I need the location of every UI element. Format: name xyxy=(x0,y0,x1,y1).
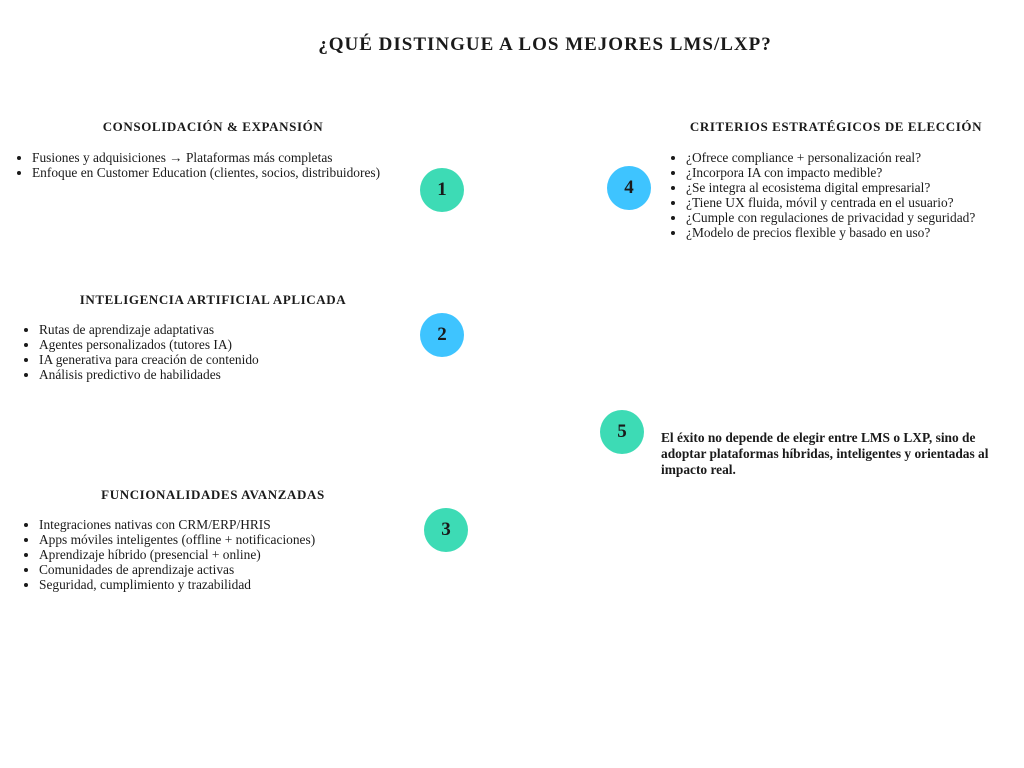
number-badge-3: 3 xyxy=(424,508,468,552)
number-badge-2: 2 xyxy=(420,313,464,357)
section-heading-ia: INTELIGENCIA ARTIFICIAL APLICADA xyxy=(79,292,347,307)
section-list-consolidacion: Fusiones y adquisiciones → Plataformas m… xyxy=(18,150,432,180)
number-badge-4: 4 xyxy=(607,166,651,210)
list-item: Comunidades de aprendizaje activas xyxy=(39,562,439,577)
page-title: ¿QUÉ DISTINGUE A LOS MEJORES LMS/LXP? xyxy=(318,34,772,55)
number-badge-5: 5 xyxy=(600,410,644,454)
list-item: Agentes personalizados (tutores IA) xyxy=(39,337,419,352)
number-badge-1: 1 xyxy=(420,168,464,212)
list-item: IA generativa para creación de contenido xyxy=(39,352,419,367)
list-item: ¿Cumple con regulaciones de privacidad y… xyxy=(686,210,1016,225)
section-heading-consolidacion: CONSOLIDACIÓN & EXPANSIÓN xyxy=(102,119,324,134)
list-item: Fusiones y adquisiciones → Plataformas m… xyxy=(32,150,432,165)
list-item: Apps móviles inteligentes (offline + not… xyxy=(39,532,439,547)
list-item: Seguridad, cumplimiento y trazabilidad xyxy=(39,577,439,592)
list-item: Aprendizaje híbrido (presencial + online… xyxy=(39,547,439,562)
section-list-funcionalidades: Integraciones nativas con CRM/ERP/HRIS A… xyxy=(25,517,439,592)
list-item: Enfoque en Customer Education (clientes,… xyxy=(32,165,432,180)
list-item: Rutas de aprendizaje adaptativas xyxy=(39,322,419,337)
section-heading-criterios: CRITERIOS ESTRATÉGICOS DE ELECCIÓN xyxy=(689,119,983,134)
section-heading-funcionalidades: FUNCIONALIDADES AVANZADAS xyxy=(101,487,325,502)
list-item: ¿Ofrece compliance + personalización rea… xyxy=(686,150,1016,165)
list-item: ¿Incorpora IA con impacto medible? xyxy=(686,165,1016,180)
list-item: ¿Se integra al ecosistema digital empres… xyxy=(686,180,1016,195)
list-item: Integraciones nativas con CRM/ERP/HRIS xyxy=(39,517,439,532)
list-item: ¿Modelo de precios flexible y basado en … xyxy=(686,225,1016,240)
section-list-criterios: ¿Ofrece compliance + personalización rea… xyxy=(672,150,1016,240)
section-list-ia: Rutas de aprendizaje adaptativas Agentes… xyxy=(25,322,419,382)
list-item: Análisis predictivo de habilidades xyxy=(39,367,419,382)
conclusion-text: El éxito no depende de elegir entre LMS … xyxy=(661,430,989,477)
list-item: ¿Tiene UX fluida, móvil y centrada en el… xyxy=(686,195,1016,210)
